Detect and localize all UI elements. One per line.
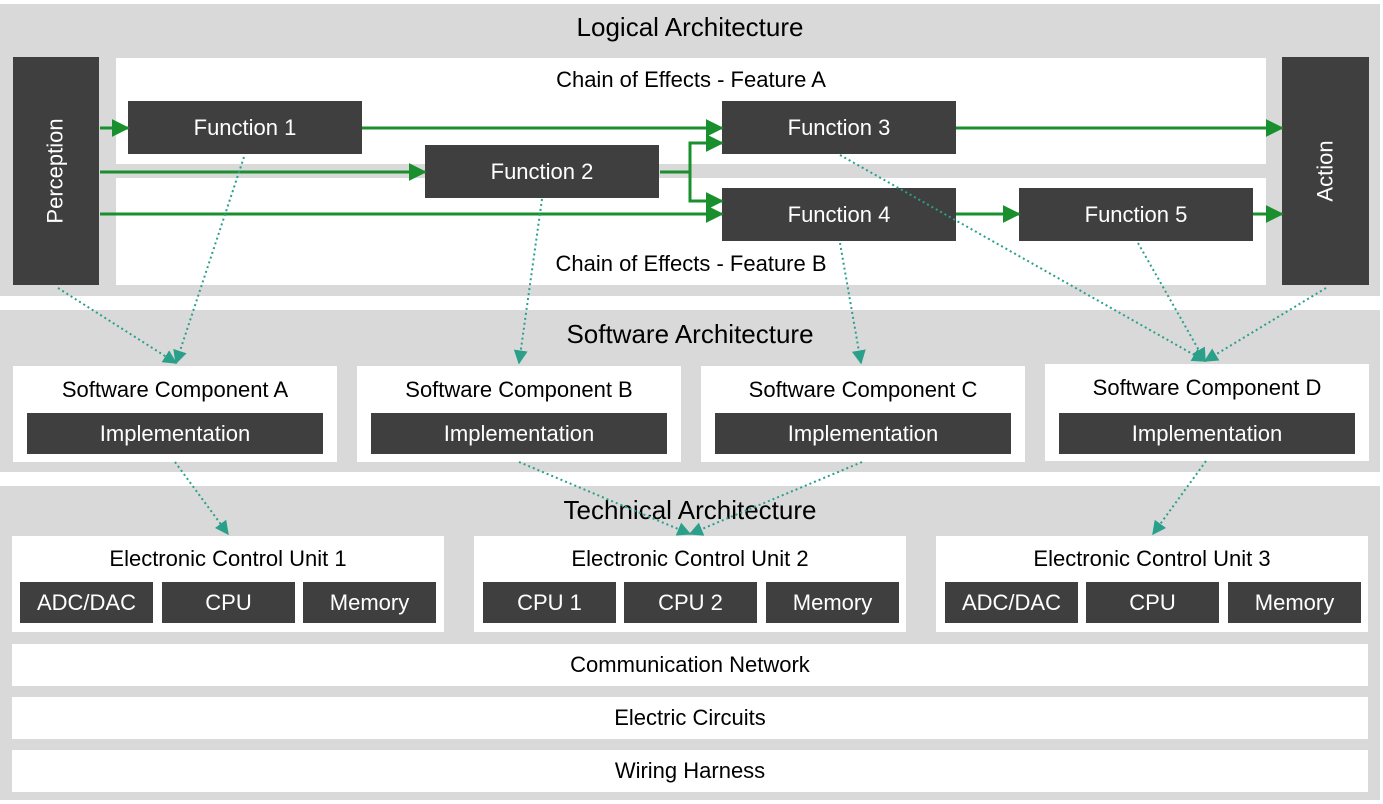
ecu-2-memory: Memory [766, 582, 899, 623]
wiring-harness-label: Wiring Harness [614, 758, 766, 783]
software-component-c-name: Software Component C [748, 377, 978, 402]
perception-label: Perception [43, 118, 68, 224]
function-2-box: Function 2 [425, 145, 659, 198]
communication-network-label: Communication Network [570, 652, 810, 677]
chain-of-effects-b-label: Chain of Effects - Feature B [555, 251, 827, 276]
software-component-b-name: Software Component B [405, 377, 633, 402]
action-label: Action [1312, 140, 1338, 202]
software-component-c-implementation: Implementation [715, 413, 1011, 454]
software-component-a-name: Software Component A [61, 377, 289, 402]
electric-circuits-label: Electric Circuits [614, 705, 766, 730]
ecu-2-cpu-1: CPU 1 [483, 582, 616, 623]
ecu-2-name: Electronic Control Unit 2 [571, 546, 809, 571]
software-component-a-implementation: Implementation [27, 413, 323, 454]
communication-network-layer [12, 644, 1368, 686]
ecu-1-name: Electronic Control Unit 1 [109, 546, 347, 571]
ecu-3-name: Electronic Control Unit 3 [1033, 546, 1271, 571]
perception-block: Perception [13, 57, 99, 285]
ecu-3-adc-dac: ADC/DAC [945, 582, 1078, 623]
ecu-3-cpu: CPU [1086, 582, 1219, 623]
ecu-2-cpu-2: CPU 2 [624, 582, 757, 623]
ecu-1-memory: Memory [303, 582, 436, 623]
ecu-1-cpu: CPU [162, 582, 295, 623]
ecu-3-memory: Memory [1228, 582, 1361, 623]
logical-architecture-title: Logical Architecture [576, 12, 804, 42]
electric-circuits-layer [12, 697, 1368, 739]
software-component-b-implementation: Implementation [371, 413, 667, 454]
function-3-box: Function 3 [722, 101, 956, 154]
function-4-box: Function 4 [722, 188, 956, 241]
function-5-box: Function 5 [1019, 188, 1253, 241]
ecu-1-adc-dac: ADC/DAC [20, 582, 153, 623]
action-block: Action [1282, 57, 1369, 285]
function-1-box: Function 1 [128, 101, 362, 154]
technical-architecture-title: Technical Architecture [563, 495, 817, 525]
software-architecture-title: Software Architecture [566, 319, 814, 349]
chain-of-effects-a-label: Chain of Effects - Feature A [556, 67, 826, 92]
software-component-d-implementation: Implementation [1059, 413, 1355, 454]
software-component-d-name: Software Component D [1092, 375, 1322, 400]
wiring-harness-layer [12, 750, 1368, 792]
